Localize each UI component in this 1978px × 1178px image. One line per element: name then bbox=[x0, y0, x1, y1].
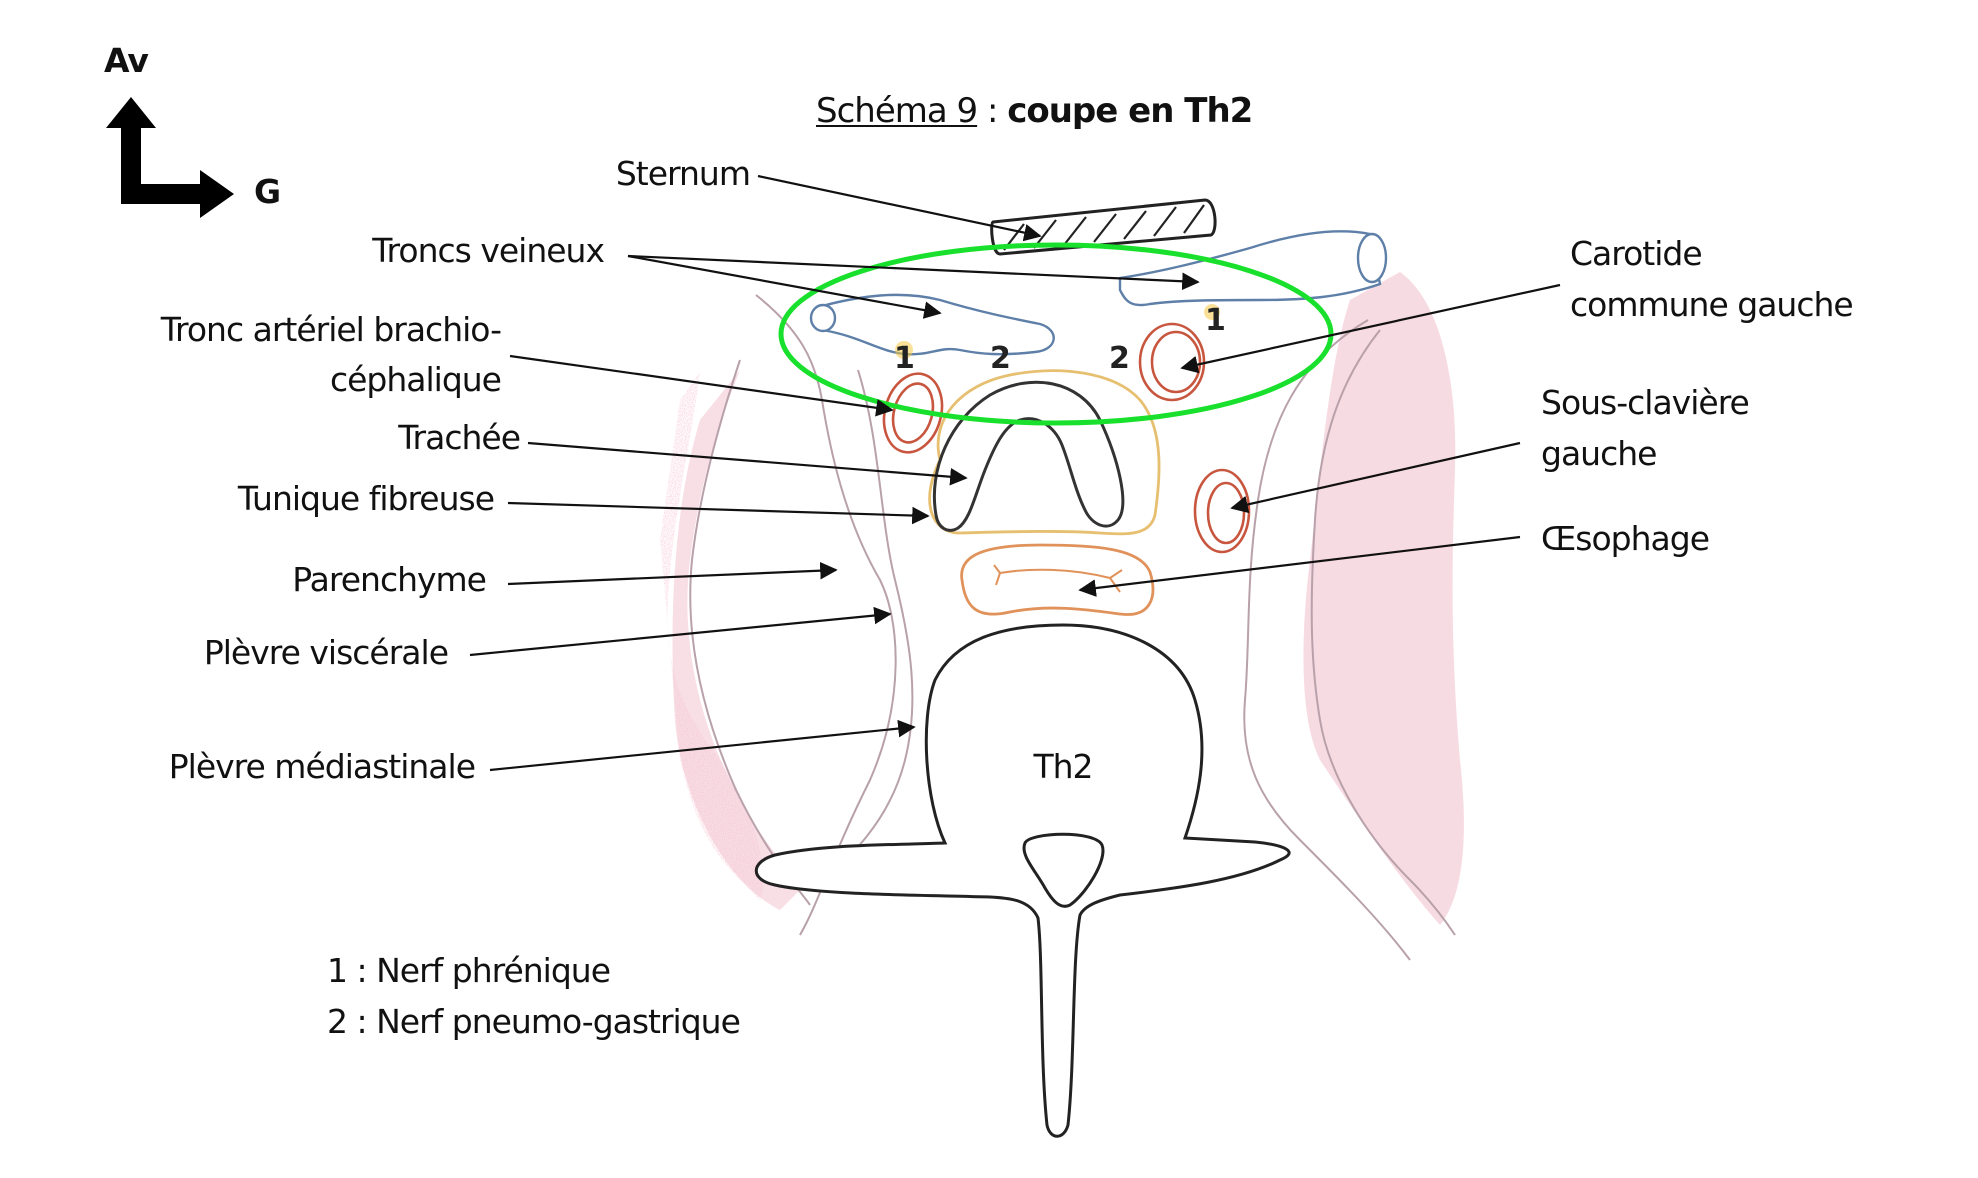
title-main: coupe en Th2 bbox=[1007, 91, 1252, 131]
sternum-leader bbox=[757, 174, 1042, 242]
right-phrenic-dot bbox=[1204, 304, 1220, 320]
fibrous-tunic-leader bbox=[507, 501, 930, 525]
legend-item-2: 2 : Nerf pneumo-gastrique bbox=[327, 1002, 740, 1041]
label-bct-line1: Tronc artériel brachio- bbox=[160, 310, 501, 349]
subclavian-leader bbox=[1230, 441, 1521, 514]
bct-leader bbox=[509, 354, 894, 417]
orientation-indicator: Av G bbox=[104, 41, 281, 218]
label-visceral-pleura: Plèvre viscérale bbox=[204, 633, 448, 672]
parenchyma-leader bbox=[507, 561, 838, 586]
right-mediastinal-pleura-line bbox=[1243, 319, 1411, 961]
sternum-hatching bbox=[1003, 204, 1205, 251]
right-phrenic-marker: 1 bbox=[1205, 303, 1226, 338]
vertebra-th2 bbox=[754, 623, 1291, 1138]
label-carotid-line1: Carotide bbox=[1570, 234, 1702, 273]
right-vein-cut-end bbox=[809, 303, 837, 333]
left-vagus-marker: 2 bbox=[990, 341, 1011, 376]
left-common-carotid bbox=[1138, 322, 1206, 402]
label-bct-line2: céphalique bbox=[330, 360, 501, 399]
nerve-markers: 1 2 2 1 bbox=[894, 303, 1226, 376]
anterior-label: Av bbox=[104, 41, 149, 80]
left-vein-cut-end bbox=[1356, 232, 1388, 284]
label-sternum: Sternum bbox=[616, 154, 750, 193]
label-carotid-line2: commune gauche bbox=[1570, 285, 1853, 324]
label-subclavian-line2: gauche bbox=[1541, 434, 1656, 473]
title-prefix: Schéma 9 bbox=[816, 91, 977, 131]
vertebral-foramen bbox=[1022, 832, 1105, 908]
left-phrenic-marker: 1 bbox=[894, 341, 915, 376]
venous-leader-right bbox=[627, 254, 942, 319]
vertebra-label: Th2 bbox=[1032, 747, 1092, 786]
trachea bbox=[928, 369, 1161, 536]
left-brachiocephalic-vein bbox=[1118, 230, 1382, 307]
label-parenchyma: Parenchyme bbox=[292, 560, 486, 599]
venous-leader-left bbox=[627, 254, 1200, 291]
carotid-leader bbox=[1180, 283, 1561, 374]
left-lung-shading bbox=[672, 370, 810, 910]
label-mediastinal-pleura: Plèvre médiastinale bbox=[169, 747, 475, 786]
esophagus bbox=[960, 543, 1155, 616]
label-fibrous-tunic: Tunique fibreuse bbox=[237, 479, 494, 518]
leader-lines bbox=[469, 174, 1561, 772]
visceral-pleura-leader bbox=[469, 606, 892, 657]
right-labels: Carotide commune gauche Sous-clavière ga… bbox=[1541, 234, 1854, 558]
esophagus-leader bbox=[1078, 535, 1521, 597]
left-label: G bbox=[254, 172, 280, 211]
right-lung-parenchyma bbox=[1303, 272, 1464, 925]
right-brachiocephalic-vein bbox=[820, 293, 1055, 356]
left-subclavian-artery bbox=[1193, 468, 1251, 554]
label-venous-trunks: Troncs veineux bbox=[371, 231, 604, 270]
right-vagus-marker: 2 bbox=[1109, 341, 1130, 376]
left-labels: Sternum Troncs veineux Tronc artériel br… bbox=[160, 154, 751, 786]
title-separator: : bbox=[977, 91, 1007, 131]
label-subclavian-line1: Sous-clavière bbox=[1541, 383, 1749, 422]
label-esophagus: Œsophage bbox=[1541, 519, 1709, 558]
anterior-arrow-icon bbox=[106, 97, 234, 218]
legend: 1 : Nerf phrénique 2 : Nerf pneumo-gastr… bbox=[327, 951, 741, 1041]
trachea-leader bbox=[527, 441, 968, 486]
highlight-ellipse bbox=[778, 242, 1334, 426]
left-phrenic-dot bbox=[895, 341, 913, 359]
label-trachea: Trachée bbox=[397, 418, 520, 457]
mediastinal-pleura-leader bbox=[489, 719, 916, 772]
diagram-title: Schéma 9 : coupe en Th2 bbox=[816, 91, 1252, 131]
sternum bbox=[990, 198, 1217, 256]
legend-item-1: 1 : Nerf phrénique bbox=[327, 951, 610, 990]
right-visceral-pleura-line bbox=[1310, 329, 1456, 936]
esophagus-lumen bbox=[993, 564, 1123, 593]
